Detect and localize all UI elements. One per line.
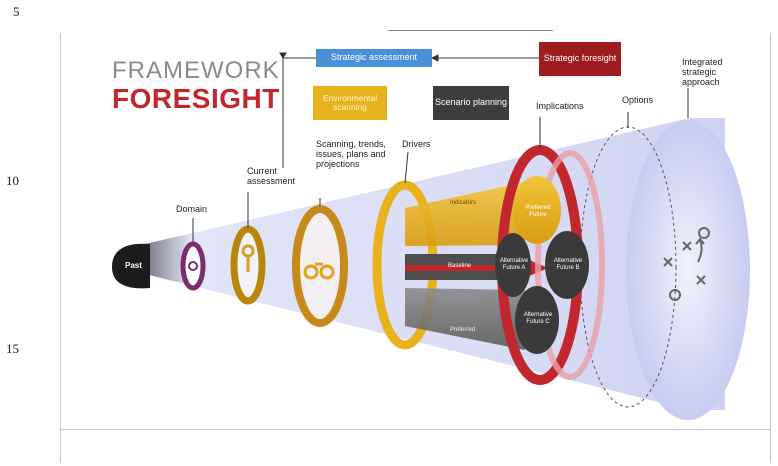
line-number-5: 5 bbox=[13, 4, 20, 19]
label-integrated: Integrated strategic approach bbox=[682, 57, 723, 87]
label-drivers: Drivers bbox=[402, 139, 431, 149]
label-alt-future-c: Alternative Future C bbox=[523, 312, 553, 325]
indicators-band bbox=[405, 182, 525, 246]
line-number-15: 15 bbox=[6, 341, 19, 356]
foresight-title: FORESIGHT bbox=[112, 83, 280, 114]
past-shape bbox=[112, 243, 150, 289]
label-implications: Implications bbox=[536, 101, 584, 111]
label-past: Past bbox=[125, 261, 142, 270]
label-baseline: Baseline bbox=[448, 263, 472, 269]
binoculars-icon bbox=[303, 262, 335, 280]
preferred-band bbox=[405, 288, 525, 350]
alt-future-a-ball bbox=[495, 233, 531, 297]
environmental-scanning-box: Environmental scanning bbox=[313, 86, 387, 120]
label-preferred: Preferred bbox=[450, 327, 476, 333]
label-indicators: Indicators bbox=[450, 200, 477, 206]
label-preferred-future: Preferred Future bbox=[525, 205, 551, 218]
connector-lines bbox=[192, 52, 689, 242]
label-alt-future-b: Alternative Future B bbox=[553, 258, 583, 271]
scenario-planning-box: Scenario planning bbox=[433, 86, 509, 120]
domain-ring bbox=[180, 241, 206, 291]
alt-future-c-ball bbox=[515, 286, 559, 354]
baseline-arrow bbox=[405, 256, 548, 280]
alt-future-b-ball bbox=[545, 231, 589, 299]
strategic-assessment-box: Strategic assessment bbox=[316, 49, 432, 67]
cone-end-disc bbox=[626, 120, 750, 420]
label-alt-future-a: Alternative Future A bbox=[499, 258, 529, 271]
figure-frame-right bbox=[770, 33, 771, 463]
figure-frame-left bbox=[60, 33, 61, 463]
domain-gear-icon bbox=[188, 261, 198, 271]
preferred-future-ball bbox=[513, 176, 561, 244]
label-scanning: Scanning, trends, issues, plans and proj… bbox=[316, 139, 387, 169]
implications-ring-pink bbox=[535, 150, 605, 380]
framework-title: FRAMEWORK bbox=[112, 57, 280, 84]
figure-frame-bottom-rule bbox=[60, 429, 771, 430]
location-pin-icon bbox=[241, 244, 255, 273]
top-center-rule bbox=[388, 30, 553, 31]
scanning-ring bbox=[292, 205, 348, 327]
label-current-assessment: Current assessment bbox=[247, 166, 296, 186]
label-domain: Domain bbox=[176, 204, 208, 214]
options-strategy-icon bbox=[663, 227, 710, 301]
strategic-foresight-box: Strategic foresight bbox=[539, 42, 621, 76]
label-options: Options bbox=[622, 95, 654, 105]
line-number-10: 10 bbox=[6, 173, 19, 188]
